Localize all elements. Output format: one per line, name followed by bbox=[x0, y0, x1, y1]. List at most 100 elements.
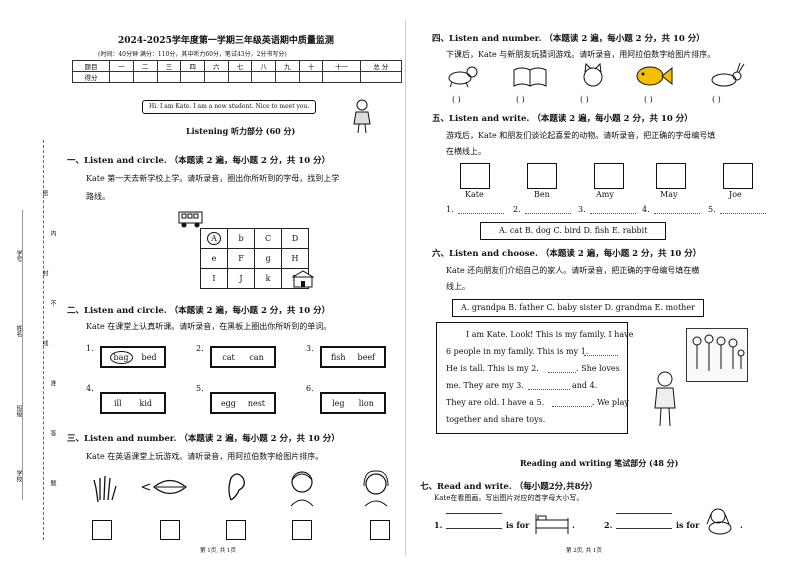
passage-line: He is tall. This is my 2. bbox=[446, 364, 539, 373]
order-paren[interactable]: ( ) bbox=[712, 95, 721, 104]
family-people-icon bbox=[692, 334, 745, 371]
word-option[interactable]: beef bbox=[357, 352, 376, 362]
score-input[interactable] bbox=[227, 71, 253, 83]
answer-box[interactable] bbox=[160, 520, 180, 540]
answer-line[interactable] bbox=[552, 406, 592, 407]
book-icon bbox=[512, 64, 548, 92]
s6-desc-2: 线上。 bbox=[446, 282, 470, 291]
seal-char: 密 bbox=[41, 190, 48, 196]
grid-letter[interactable]: F bbox=[227, 248, 255, 269]
passage-line: together and share toys. bbox=[446, 415, 546, 424]
score-input[interactable] bbox=[132, 71, 158, 83]
kid-picture bbox=[656, 163, 686, 189]
boy-icon bbox=[285, 468, 319, 512]
seal-char: 内 bbox=[49, 230, 56, 236]
board-num: 3. bbox=[306, 344, 314, 353]
grid-letter[interactable]: A bbox=[200, 228, 228, 249]
board-num: 5. bbox=[196, 384, 204, 393]
passage-line: 6 people in my family. This is my 1. bbox=[446, 347, 589, 356]
answer-line[interactable] bbox=[548, 372, 576, 373]
answer-line[interactable] bbox=[584, 355, 618, 356]
s7-desc: Kate在看图画。写出图片对应的首字母大小写。 bbox=[434, 494, 584, 502]
score-cell: 总 分 bbox=[359, 60, 403, 72]
score-cell: 九 bbox=[275, 60, 300, 72]
board-num: 1. bbox=[86, 344, 94, 353]
word-option[interactable]: leg bbox=[332, 398, 345, 408]
grid-letter[interactable]: k bbox=[254, 268, 282, 289]
word-option[interactable]: nest bbox=[247, 398, 266, 408]
s6-options: A. grandpa B. father C. baby sister D. g… bbox=[452, 299, 704, 317]
s4-title: 四、Listen and number. （本题读 2 遍，每小题 2 分，共 … bbox=[432, 34, 705, 44]
order-paren[interactable]: ( ) bbox=[516, 95, 525, 104]
page-divider bbox=[405, 20, 406, 555]
score-input[interactable] bbox=[359, 71, 403, 83]
is-for-label: is for bbox=[506, 520, 530, 530]
answer-box[interactable] bbox=[226, 520, 246, 540]
s5-desc: 游戏后，Kate 和朋友们谈论起喜爱的动物。请听录音，把正确的字母编号填 bbox=[446, 131, 716, 140]
order-paren[interactable]: ( ) bbox=[452, 95, 461, 104]
word-option[interactable]: can bbox=[249, 352, 264, 362]
answer-box[interactable] bbox=[292, 520, 312, 540]
kid-name: May bbox=[660, 190, 678, 199]
score-input[interactable] bbox=[203, 71, 229, 83]
answer-line[interactable] bbox=[654, 213, 700, 214]
word-option[interactable]: egg bbox=[220, 398, 236, 408]
answer-line[interactable] bbox=[720, 213, 766, 214]
kate-figure bbox=[650, 370, 680, 434]
answer-box[interactable] bbox=[370, 520, 390, 540]
score-input[interactable] bbox=[322, 71, 361, 83]
kid-name: Ben bbox=[534, 190, 550, 199]
grid-letter[interactable]: I bbox=[200, 268, 228, 289]
order-paren[interactable]: ( ) bbox=[644, 95, 653, 104]
word-option[interactable]: kid bbox=[139, 398, 153, 408]
blank-num: 2. bbox=[513, 205, 521, 214]
word-option[interactable]: bag bbox=[109, 350, 133, 364]
writing-lines[interactable] bbox=[446, 513, 502, 529]
order-paren[interactable]: ( ) bbox=[580, 95, 589, 104]
grid-letter[interactable]: C bbox=[254, 228, 282, 249]
blackboard-4: ill kid bbox=[100, 392, 166, 414]
seal-char: 答 bbox=[49, 430, 56, 436]
side-field-line bbox=[22, 210, 23, 500]
grid-letter[interactable]: J bbox=[227, 268, 255, 289]
blank-num: 4. bbox=[642, 205, 650, 214]
passage-tail: . We play bbox=[592, 398, 629, 407]
word-option[interactable]: ill bbox=[113, 398, 122, 408]
s6-desc: Kate 还向朋友们介绍自己的家人。请听录音，把正确的字母编号填在横 bbox=[446, 266, 700, 275]
s3-title: 三、Listen and number. （本题读 2 遍，每小题 2 分，共 … bbox=[67, 434, 340, 444]
score-input[interactable] bbox=[180, 71, 205, 83]
blank-num: 3. bbox=[578, 205, 586, 214]
kid-name: Kate bbox=[465, 190, 484, 199]
grid-letter[interactable]: D bbox=[281, 228, 309, 249]
bed-icon bbox=[534, 510, 570, 540]
word-option[interactable]: lion bbox=[358, 398, 374, 408]
ear-icon bbox=[225, 470, 247, 508]
grid-letter[interactable]: e bbox=[200, 248, 228, 269]
word-option[interactable]: fish bbox=[330, 352, 346, 362]
score-input[interactable] bbox=[156, 71, 182, 83]
grid-letter[interactable]: b bbox=[227, 228, 255, 249]
grid-letter[interactable]: g bbox=[254, 248, 282, 269]
score-input[interactable] bbox=[298, 71, 324, 83]
score-cell: 一 bbox=[109, 60, 134, 72]
score-input[interactable] bbox=[275, 71, 300, 83]
page-footer-left: 第 1页, 共 1页 bbox=[200, 548, 236, 554]
score-input[interactable] bbox=[251, 71, 277, 83]
answer-line[interactable] bbox=[458, 213, 504, 214]
seal-char: 准 bbox=[49, 380, 56, 386]
answer-box[interactable] bbox=[92, 520, 112, 540]
kid-picture bbox=[594, 163, 624, 189]
word-option[interactable]: bed bbox=[141, 352, 157, 362]
answer-line[interactable] bbox=[525, 213, 571, 214]
school-bus-icon bbox=[178, 210, 204, 232]
writing-lines[interactable] bbox=[616, 513, 672, 529]
s7-num-2: 2. bbox=[604, 520, 613, 530]
grid-letter[interactable]: H bbox=[281, 248, 309, 269]
passage-line: me. They are my 3. bbox=[446, 381, 524, 390]
cat-icon bbox=[578, 62, 608, 94]
answer-line[interactable] bbox=[528, 389, 570, 390]
score-input[interactable] bbox=[109, 71, 134, 83]
word-option[interactable]: cat bbox=[222, 352, 235, 362]
answer-line[interactable] bbox=[590, 213, 636, 214]
s1-desc: Kate 第一天去新学校上学。请听录音，圈出你所听到的字母，找到上学 bbox=[86, 174, 340, 183]
